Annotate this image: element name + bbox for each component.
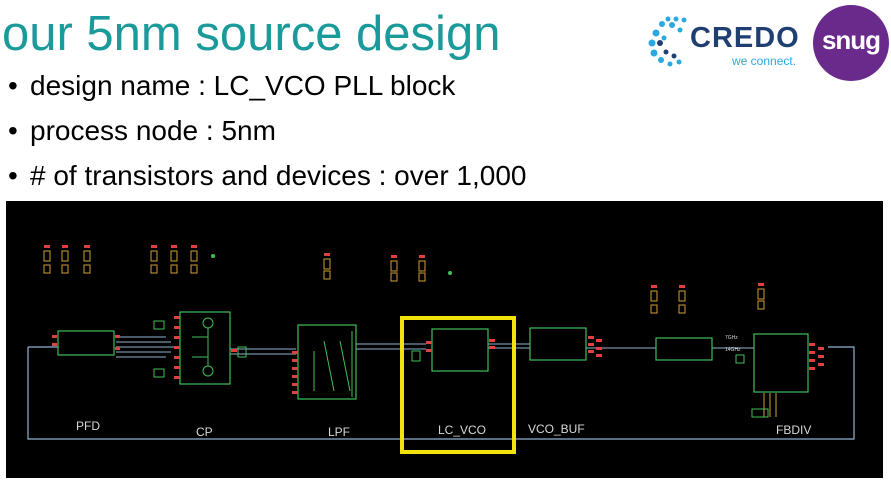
pfd-block — [57, 330, 115, 356]
slide-title: our 5nm source design — [2, 7, 501, 61]
fbdiv-label: FBDIV — [776, 423, 812, 437]
schematic-drawing — [27, 245, 855, 454]
bullet-text: design name : LC_VCO PLL block — [30, 70, 456, 101]
snug-logo: snug — [813, 5, 889, 81]
credo-logo-icon — [648, 16, 687, 67]
pin-label: 14GHz — [725, 347, 741, 353]
supply-stacks — [43, 250, 765, 314]
vco-buf-block — [529, 327, 587, 361]
cp-block — [179, 311, 231, 385]
bullet-dot: • — [8, 70, 18, 101]
bullet-list: • design name : LC_VCO PLL block • process… — [8, 66, 527, 201]
signal-wires — [116, 336, 754, 358]
lc-vco-block — [431, 328, 489, 372]
bullet-item: • # of transistors and devices : over 1,0… — [8, 156, 527, 201]
bullet-text: # of transistors and devices : over 1,00… — [30, 160, 527, 191]
bullet-item: • design name : LC_VCO PLL block — [8, 66, 527, 111]
bullet-text: process node : 5nm — [30, 115, 276, 146]
bullet-dot: • — [8, 160, 18, 191]
vco-buf-label: VCO_BUF — [528, 422, 585, 436]
snug-logo-text: snug — [821, 25, 881, 55]
lc-vco-highlight — [400, 316, 516, 454]
feedback-wire — [27, 346, 855, 440]
lpf-label: LPF — [328, 425, 351, 439]
fbdiv-block — [753, 333, 809, 393]
lpf-block — [297, 324, 357, 400]
credo-wordmark: CREDO — [690, 22, 800, 54]
cp-label: CP — [196, 425, 213, 439]
credo-tagline: we connect. — [732, 54, 797, 68]
bullet-dot: • — [8, 115, 18, 146]
lc-vco-label: LC_VCO — [438, 423, 487, 437]
pin-label: 7GHz — [725, 335, 738, 341]
schematic-canvas: PFD CP LPF LC_VCO VCO_BUF FBDIV 7GHz 14G… — [6, 201, 883, 478]
bullet-item: • process node : 5nm — [8, 111, 527, 156]
divider-stage-block — [655, 337, 713, 361]
pfd-label: PFD — [76, 419, 100, 433]
